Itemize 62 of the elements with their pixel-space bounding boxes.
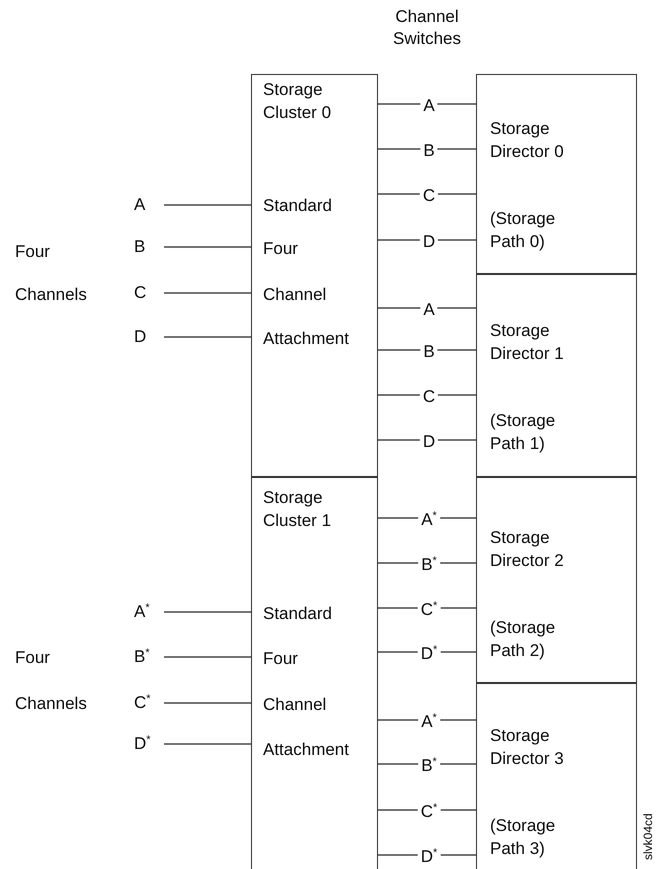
storage-director-box [476, 683, 637, 869]
box-text: Channel [263, 694, 328, 716]
connector-line [164, 336, 251, 338]
channel-letter: D$^{*}$ [134, 732, 164, 756]
channel-letter: A [134, 193, 164, 217]
connector-line [378, 193, 476, 195]
box-text: Attachment [263, 739, 350, 761]
box-text: Four [263, 648, 299, 670]
connector-line [378, 607, 476, 609]
connector-line [378, 439, 476, 441]
side-label: Channels [15, 284, 87, 306]
connector-line [378, 562, 476, 564]
connector-line [164, 611, 251, 613]
connector-line [378, 854, 476, 856]
channel-letter: B [134, 235, 164, 259]
box-text: Attachment [263, 328, 350, 350]
storage-director-box [476, 477, 637, 683]
channel-letter: C$^{*}$ [134, 691, 164, 715]
connector-line [378, 719, 476, 721]
connector-line [164, 743, 251, 745]
storage-cluster-box [251, 74, 378, 477]
connector-line [164, 656, 251, 658]
side-label: Four [15, 241, 50, 263]
connector-line [378, 103, 476, 105]
side-label: Channels [15, 693, 87, 715]
connector-line [378, 809, 476, 811]
storage-director-box [476, 74, 637, 274]
channel-letter: B$^{*}$ [134, 645, 164, 669]
connector-line [378, 394, 476, 396]
channel-letter: D [134, 325, 164, 349]
connector-line [378, 517, 476, 519]
box-text: Standard [263, 603, 333, 625]
connector-line [378, 651, 476, 653]
box-heading: Storage Director 2 [490, 527, 565, 572]
box-text: (Storage Path 3) [490, 815, 556, 860]
connector-line [164, 246, 251, 248]
storage-cluster-box [251, 477, 378, 869]
connector-line [164, 702, 251, 704]
connector-line [164, 204, 251, 206]
box-heading: Storage Director 3 [490, 725, 565, 770]
figure-id: slvk04cd [642, 813, 655, 860]
connector-line [378, 239, 476, 241]
box-heading: Storage Cluster 1 [263, 487, 332, 532]
box-text: (Storage Path 2) [490, 617, 556, 662]
channel-letter: A$^{*}$ [134, 600, 164, 624]
box-heading: Storage Cluster 0 [263, 79, 332, 124]
box-heading: Storage Director 0 [490, 118, 565, 163]
connector-line [378, 148, 476, 150]
box-text: (Storage Path 1) [490, 410, 556, 455]
connector-line [378, 349, 476, 351]
channel-letter: C [134, 281, 164, 305]
box-text: Four [263, 238, 299, 260]
box-text: Channel [263, 284, 328, 306]
box-heading: Storage Director 1 [490, 320, 565, 365]
title: Channel Switches [392, 6, 462, 50]
box-text: (Storage Path 0) [490, 208, 556, 253]
connector-line [164, 292, 251, 294]
side-label: Four [15, 647, 50, 669]
box-text: Standard [263, 195, 333, 217]
storage-director-box [476, 274, 637, 477]
connector-line [378, 307, 476, 309]
connector-line [378, 763, 476, 765]
